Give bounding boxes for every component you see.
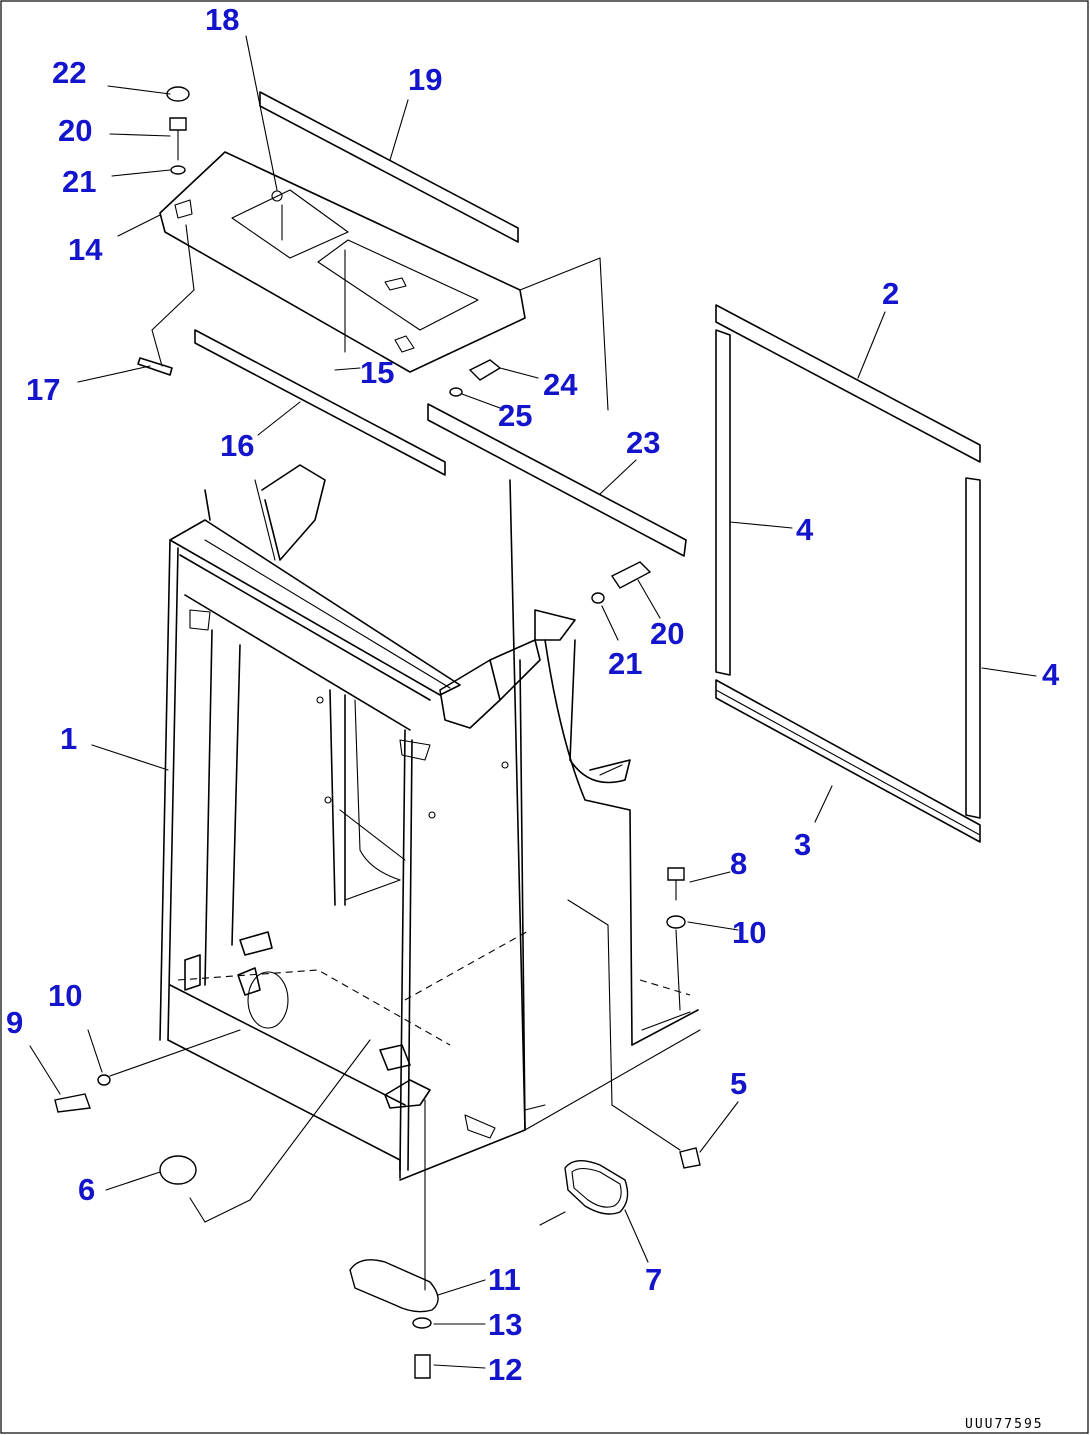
callout-21-top: 21 (62, 164, 96, 199)
drawing-code: UUU77595 (965, 1417, 1044, 1432)
callout-13: 13 (488, 1307, 522, 1342)
bolt-24 (468, 359, 502, 381)
callout-4-left: 4 (796, 512, 814, 547)
callout-19: 19 (408, 62, 442, 97)
callout-6: 6 (78, 1172, 95, 1207)
callout-24: 24 (543, 367, 578, 402)
washer-10-left (97, 1074, 111, 1086)
clip-17 (137, 357, 173, 376)
callout-9: 9 (6, 1005, 23, 1040)
callout-7: 7 (645, 1262, 662, 1297)
callout-16: 16 (220, 428, 254, 463)
plug-5 (679, 1147, 701, 1169)
bolt-20-top (169, 117, 187, 131)
callout-21-right: 21 (608, 646, 642, 681)
strip-16 (194, 329, 446, 476)
callout-10-left: 10 (48, 978, 82, 1013)
main-housing (159, 464, 701, 1181)
callout-22: 22 (52, 55, 86, 90)
callout-25: 25 (498, 398, 532, 433)
window-panel (715, 304, 981, 843)
callout-14: 14 (68, 232, 103, 267)
callout-23: 23 (626, 425, 660, 460)
callout-3: 3 (794, 827, 811, 862)
strip-23 (427, 403, 687, 557)
washer-25 (449, 387, 463, 397)
callout-4-right: 4 (1042, 657, 1060, 692)
callout-20-top: 20 (58, 113, 92, 148)
callout-5: 5 (730, 1066, 747, 1101)
callout-1: 1 (60, 721, 77, 756)
plug-6 (159, 1155, 197, 1185)
washer-13 (412, 1317, 432, 1329)
washer-10-right (666, 915, 686, 929)
bolt-12 (414, 1354, 431, 1379)
leader-lines (29, 35, 1037, 1369)
bolt-20-right (610, 561, 652, 589)
cover-plate-11 (349, 1259, 439, 1313)
washer-21-top (170, 165, 186, 175)
bottom-strip-3 (715, 679, 981, 843)
bolt-8 (667, 867, 685, 881)
top-strip-2 (715, 304, 981, 463)
side-seal-4-right (965, 477, 981, 819)
bolt-9 (54, 1093, 91, 1113)
strip-19 (259, 91, 519, 243)
top-cover-plate (159, 151, 526, 373)
callout-2: 2 (882, 276, 899, 311)
callout-10-right: 10 (732, 915, 766, 950)
side-seal-4-left (715, 329, 731, 676)
callout-8: 8 (730, 846, 747, 881)
callout-15: 15 (360, 355, 394, 390)
callout-labels: 18 22 19 20 21 14 2 17 15 24 25 16 23 4 … (6, 2, 1060, 1387)
gasket-7 (564, 1160, 629, 1215)
callout-12: 12 (488, 1352, 522, 1387)
callout-18: 18 (205, 2, 239, 37)
callout-17: 17 (26, 372, 60, 407)
callout-20-right: 20 (650, 616, 684, 651)
callout-11: 11 (488, 1262, 521, 1297)
washer-21-right (591, 592, 605, 604)
